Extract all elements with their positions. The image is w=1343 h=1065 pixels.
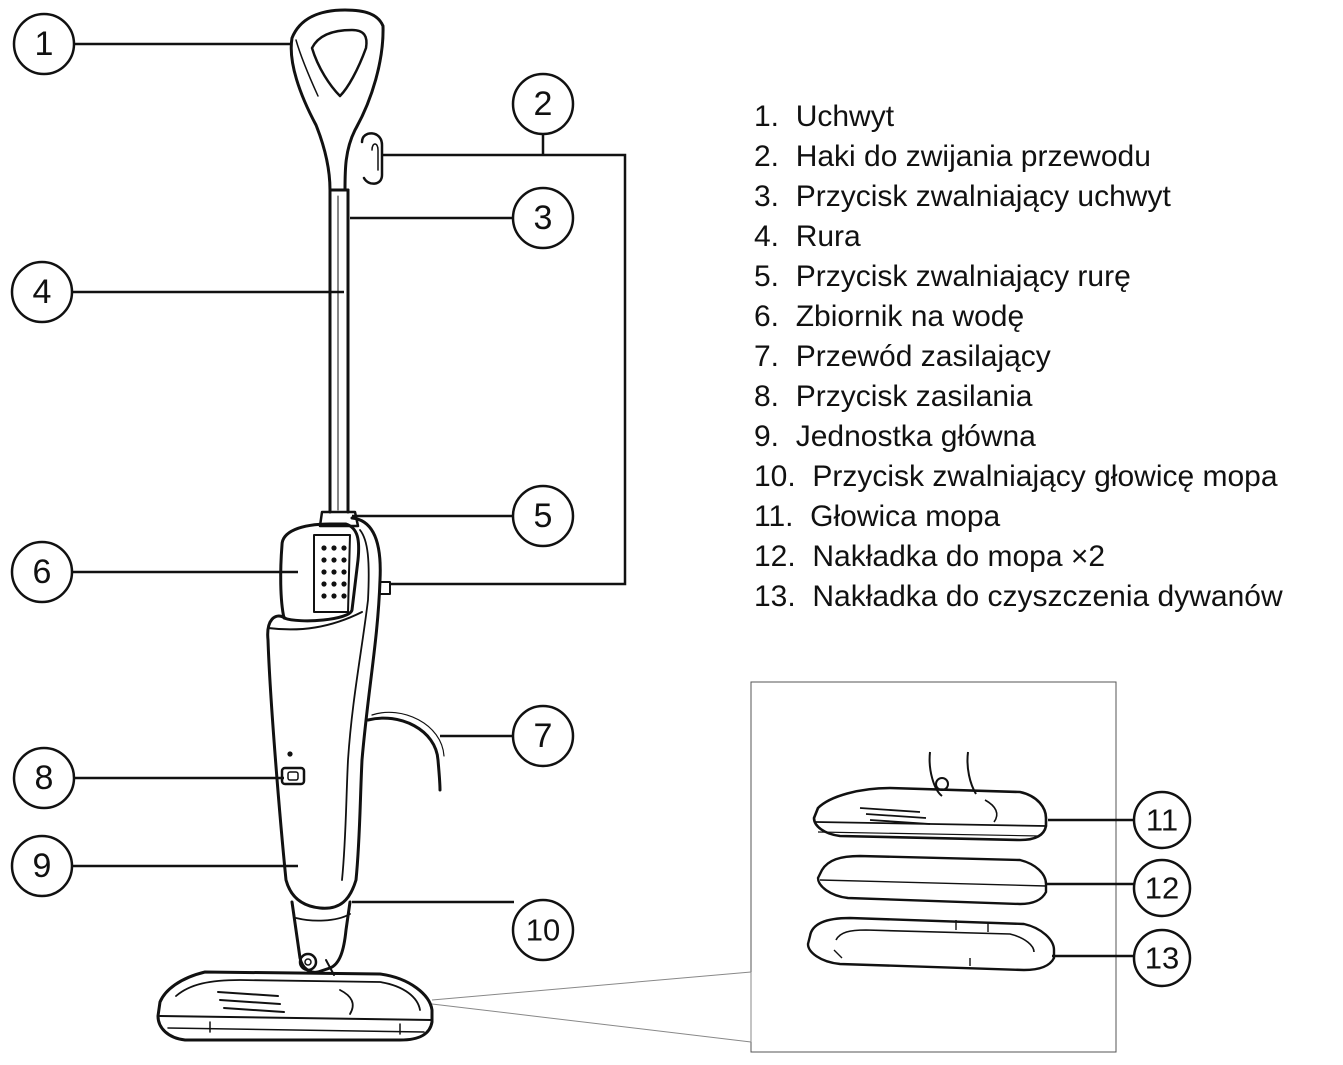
- legend-item-number: 9.: [754, 420, 780, 453]
- callout-2: 2: [511, 72, 575, 136]
- legend-item: 8. Przycisk zasilania: [754, 377, 1283, 417]
- callout-4-label: 4: [33, 273, 52, 311]
- detail-mop-head: [812, 751, 1048, 842]
- callout-4: 4: [10, 260, 74, 324]
- legend-item: 2. Haki do zwijania przewodu: [754, 137, 1283, 177]
- callout-11: 11: [1132, 790, 1192, 850]
- callout-11-label: 11: [1146, 803, 1178, 838]
- legend-item: 10. Przycisk zwalniający głowicę mopa: [754, 457, 1283, 497]
- leader-lines: [72, 42, 1134, 958]
- callout-13: 13: [1132, 928, 1192, 988]
- legend-item-number: 11.: [754, 500, 794, 533]
- legend-item-label: Jednostka główna: [795, 420, 1036, 453]
- leader-2: [382, 135, 627, 586]
- legend-item-number: 4.: [754, 220, 780, 253]
- parts-legend: 1. Uchwyt 2. Haki do zwijania przewodu 3…: [754, 97, 1283, 617]
- legend-item-label: Uchwyt: [795, 100, 895, 133]
- legend-item-number: 10.: [754, 460, 796, 493]
- legend-item: 11. Głowica mopa: [754, 497, 1283, 537]
- callout-1: 1: [12, 12, 76, 76]
- callout-6-label: 6: [33, 553, 52, 591]
- callout-12: 12: [1132, 858, 1192, 918]
- legend-item-label: Przycisk zwalniający głowicę mopa: [812, 460, 1278, 493]
- legend-item-number: 7.: [754, 340, 780, 373]
- callout-6: 6: [10, 540, 74, 604]
- legend-item-number: 12.: [754, 540, 796, 573]
- detail-carpet-glider: [806, 916, 1056, 972]
- callout-5-label: 5: [534, 497, 553, 535]
- legend-item-number: 2.: [754, 140, 780, 173]
- legend-item-label: Przewód zasilający: [795, 340, 1051, 373]
- legend-item-label: Przycisk zasilania: [795, 380, 1033, 413]
- legend-item-label: Głowica mopa: [810, 500, 1001, 533]
- callout-13-label: 13: [1145, 941, 1179, 976]
- legend-item: 4. Rura: [754, 217, 1283, 257]
- detail-box: [431, 681, 1117, 1053]
- legend-item-label: Przycisk zwalniający uchwyt: [795, 180, 1171, 213]
- legend-item: 9. Jednostka główna: [754, 417, 1283, 457]
- legend-item-label: Haki do zwijania przewodu: [795, 140, 1151, 173]
- callout-8: 8: [12, 746, 76, 810]
- callout-3: 3: [511, 186, 575, 250]
- legend-item-label: Nakładka do czyszczenia dywanów: [812, 580, 1283, 613]
- callout-5: 5: [511, 484, 575, 548]
- legend-item-label: Przycisk zwalniający rurę: [795, 260, 1131, 293]
- legend-item: 7. Przewód zasilający: [754, 337, 1283, 377]
- legend-item: 5. Przycisk zwalniający rurę: [754, 257, 1283, 297]
- callouts: 1 2 3 4 5 6 7 8: [10, 12, 1192, 988]
- legend-item-label: Nakładka do mopa ×2: [812, 540, 1106, 573]
- legend-item: 6. Zbiornik na wodę: [754, 297, 1283, 337]
- steam-mop-illustration: [156, 8, 445, 1042]
- legend-item-label: Rura: [795, 220, 861, 253]
- legend-item: 13. Nakładka do czyszczenia dywanów: [754, 577, 1283, 617]
- callout-12-label: 12: [1145, 871, 1179, 906]
- legend-item-number: 3.: [754, 180, 780, 213]
- callout-3-label: 3: [534, 199, 553, 237]
- callout-7-label: 7: [534, 717, 553, 755]
- legend-item: 1. Uchwyt: [754, 97, 1283, 137]
- legend-item-number: 6.: [754, 300, 780, 333]
- legend-item-number: 5.: [754, 260, 780, 293]
- callout-1-label: 1: [35, 25, 54, 63]
- callout-10-label: 10: [526, 913, 560, 948]
- callout-9: 9: [10, 834, 74, 898]
- callout-9-label: 9: [33, 847, 52, 885]
- callout-8-label: 8: [35, 759, 54, 797]
- legend-item: 12. Nakładka do mopa ×2: [754, 537, 1283, 577]
- legend-item-number: 1.: [754, 100, 780, 133]
- legend-item-number: 13.: [754, 580, 796, 613]
- detail-mop-pad: [816, 854, 1048, 906]
- callout-2-label: 2: [534, 85, 553, 123]
- legend-item: 3. Przycisk zwalniający uchwyt: [754, 177, 1283, 217]
- callout-7: 7: [511, 704, 575, 768]
- callout-10: 10: [511, 898, 575, 962]
- legend-item-label: Zbiornik na wodę: [795, 300, 1025, 333]
- legend-item-number: 8.: [754, 380, 780, 413]
